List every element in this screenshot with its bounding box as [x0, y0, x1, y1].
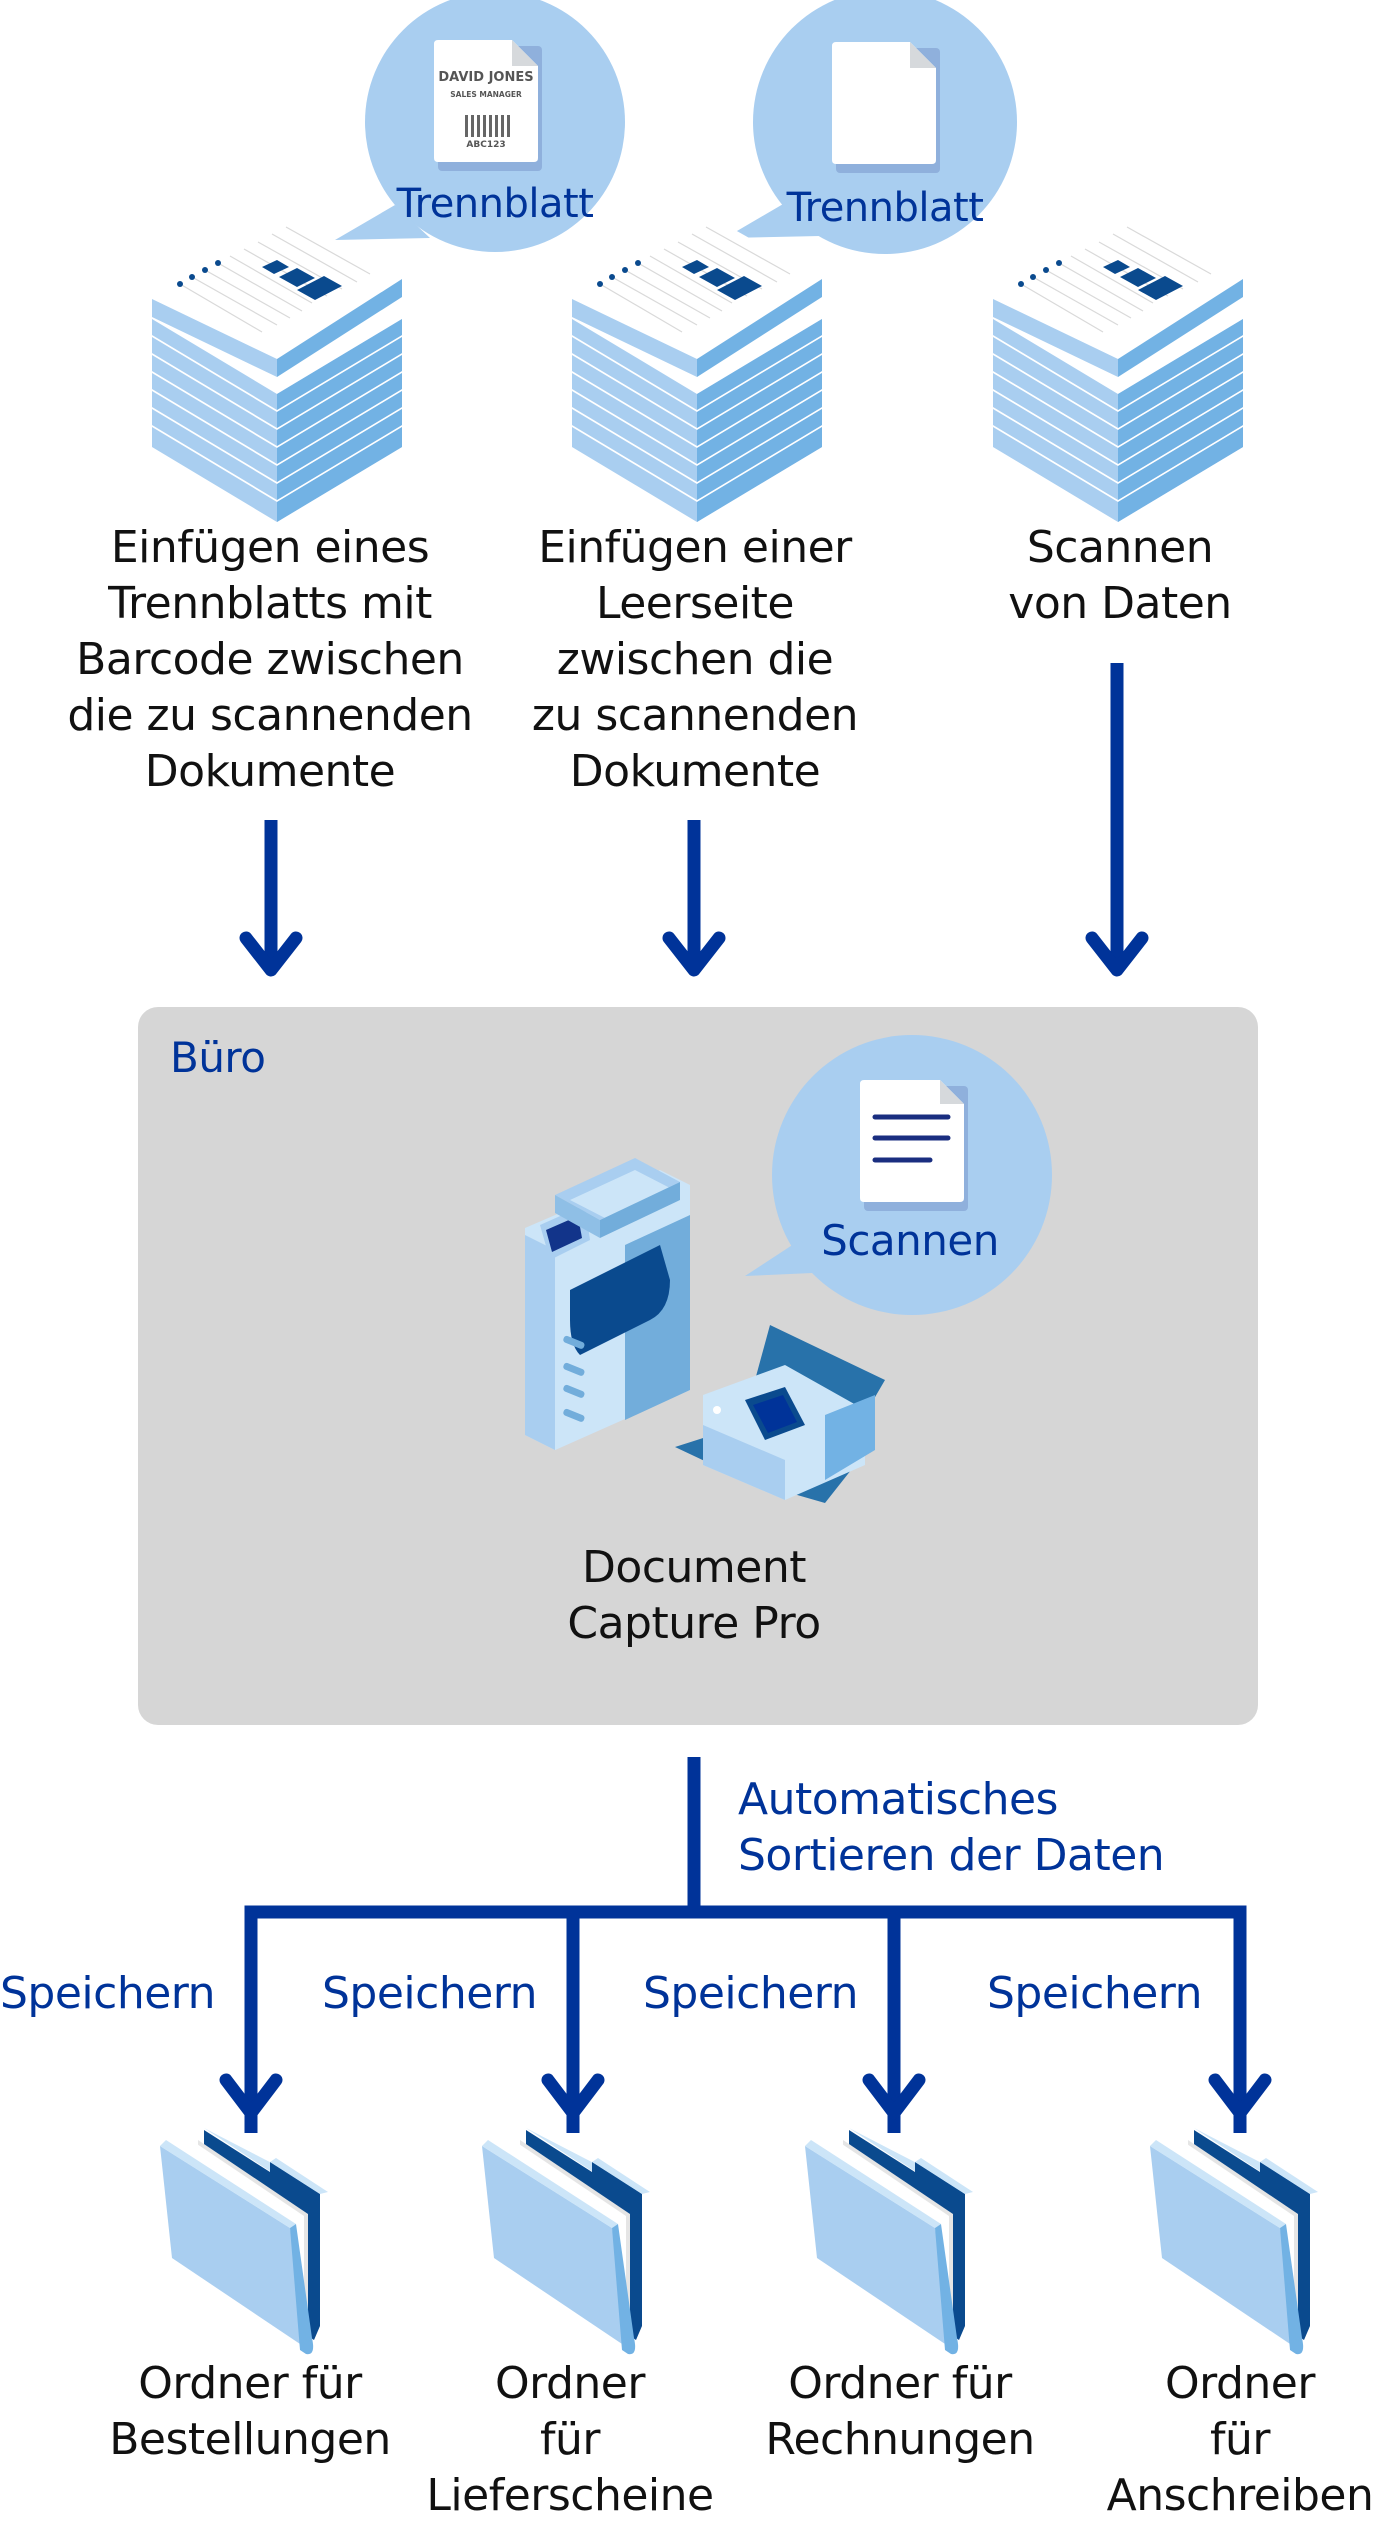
text-line: Lieferscheine: [426, 2470, 714, 2521]
arrow-down-icon: [219, 2073, 283, 2120]
text-line: Trennblatts mit: [108, 578, 432, 629]
bubble-label-2: Trennblatt: [786, 185, 984, 231]
office-title: Büro: [170, 1033, 266, 1082]
text-line: Anschreiben: [1106, 2470, 1374, 2521]
blank-sheet-shape: [832, 42, 940, 173]
text-line: für: [1210, 2414, 1270, 2465]
input-description-scan: Scannen von Daten: [920, 520, 1320, 632]
input-arrows: [239, 663, 1149, 977]
folder-icon: [1150, 2128, 1318, 2355]
bubble-label-1: Trennblatt: [396, 181, 594, 227]
input-description-blank: Einfügen einer Leerseite zwischen die zu…: [465, 520, 925, 800]
text-line: Document: [582, 1542, 806, 1593]
scanned-document-icon: [860, 1080, 968, 1211]
arrow-down-icon: [1085, 663, 1149, 977]
text-line: Ordner für: [788, 2358, 1012, 2409]
bubble-tail-1: [335, 205, 430, 240]
text-line: Ordner für: [138, 2358, 362, 2409]
arrow-down-icon: [862, 2073, 926, 2120]
folder-label-invoices: Ordner für Rechnungen: [730, 2356, 1070, 2468]
text-line: Barcode zwischen: [76, 634, 464, 685]
text-line: zwischen die: [556, 634, 834, 685]
software-name: Document Capture Pro: [494, 1540, 894, 1652]
text-line: von Daten: [1008, 578, 1232, 629]
text-line: Einfügen eines: [110, 522, 430, 573]
sheet-title: SALES MANAGER: [450, 90, 522, 99]
branch-line: [244, 1905, 1247, 2133]
text-line: Leerseite: [595, 578, 795, 629]
sheet-shape: [434, 40, 542, 171]
text-line: Dokumente: [144, 746, 396, 797]
input-description-barcode: Einfügen eines Trennblatts mit Barcode z…: [20, 520, 520, 800]
document-scanner-icon: [675, 1325, 885, 1503]
text-line: Ordner: [495, 2358, 645, 2409]
folder-label-orders: Ordner für Bestellungen: [80, 2356, 420, 2468]
printer-icon: [525, 1158, 690, 1450]
arrow-down-icon: [541, 2073, 605, 2120]
save-label-1: Speichern: [0, 1968, 216, 2019]
sheet-name: DAVID JONES: [438, 70, 534, 85]
save-label-3: Speichern: [643, 1968, 859, 2019]
text-line: Capture Pro: [567, 1598, 821, 1649]
text-line: zu scannenden: [531, 690, 859, 741]
arrow-down-icon: [239, 820, 303, 977]
arrow-down-icon: [662, 820, 726, 977]
save-label-2: Speichern: [322, 1968, 538, 2019]
bubble-tail-2: [725, 200, 820, 238]
text-line: Einfügen einer: [538, 522, 852, 573]
blank-sheet-icon: [832, 42, 940, 173]
folder-label-delivery-notes: Ordner für Lieferscheine: [400, 2356, 740, 2524]
save-label-4: Speichern: [987, 1968, 1203, 2019]
office-panel: [138, 1007, 1258, 1725]
folder-icon: [160, 2128, 328, 2355]
scanned-doc-shape: [860, 1080, 968, 1211]
text-line: Automatisches: [738, 1774, 1058, 1825]
folder-icon: [805, 2128, 973, 2355]
folder-label-cover-letters: Ordner für Anschreiben: [1070, 2356, 1387, 2524]
text-line: Bestellungen: [109, 2414, 391, 2465]
text-line: Rechnungen: [765, 2414, 1035, 2465]
arrow-down-icon: [1208, 2073, 1272, 2120]
barcode-sheet-icon: DAVID JONES SALES MANAGER ABC123: [434, 40, 542, 171]
text-line: Dokumente: [569, 746, 821, 797]
sorting-label: Automatisches Sortieren der Daten: [738, 1772, 1165, 1884]
text-line: Sortieren der Daten: [738, 1830, 1165, 1881]
text-line: die zu scannenden: [67, 690, 473, 741]
scan-bubble-tail: [745, 1240, 835, 1276]
scan-bubble-label: Scannen: [821, 1216, 999, 1265]
text-line: Ordner: [1165, 2358, 1315, 2409]
sheet-code: ABC123: [466, 140, 506, 150]
text-line: Scannen: [1026, 522, 1214, 573]
text-line: für: [540, 2414, 600, 2465]
folder-icon: [482, 2128, 650, 2355]
